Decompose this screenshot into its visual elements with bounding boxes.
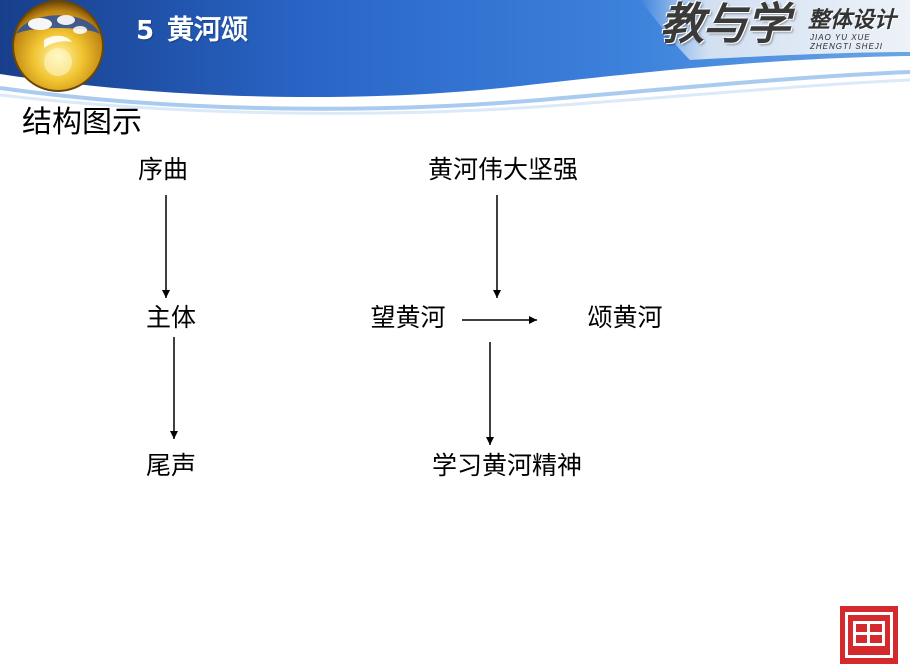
slide-title: 黄河颂 [167,15,248,46]
section-heading: 结构图示 [22,105,142,140]
header-banner [0,0,910,115]
slide-number: 5 [136,16,155,46]
node-river-great-strong: 黄河伟大坚强 [427,155,578,184]
node-body: 主体 [145,303,196,332]
globe-logo-icon [12,0,104,92]
node-prelude: 序曲 [137,155,188,184]
brand-logo-text: 教与学 [660,0,790,50]
brand-pinyin-line1: JIAO YU XUE [810,33,871,42]
node-praise-river: 颂黄河 [587,303,663,332]
seal-logo-icon [840,606,898,664]
brand-pinyin-line2: ZHENGTI SHEJI [810,42,884,51]
node-learn-river-spirit: 学习黄河精神 [431,451,582,480]
brand-subtitle: 整体设计 [808,7,897,33]
node-epilogue: 尾声 [145,451,196,480]
node-view-river: 望黄河 [370,303,446,332]
